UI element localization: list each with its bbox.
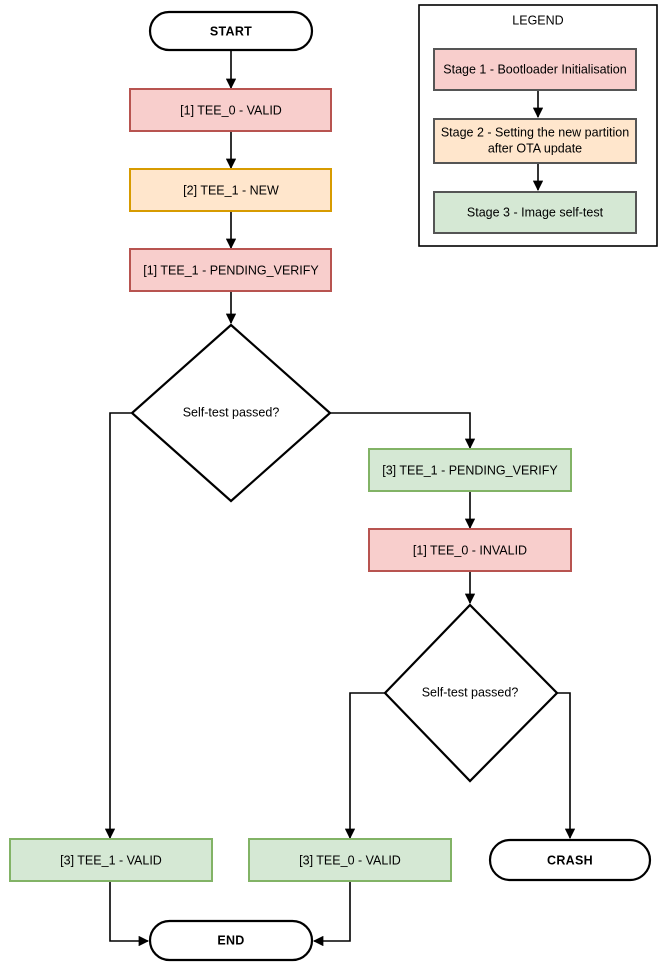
edge-tee0valid3-to-end [312,881,351,947]
legend-item-stage-2: Stage 2 - Setting the new partition afte… [433,118,637,164]
node-tee0-valid-stage3[interactable]: [3] TEE_0 - VALID [248,838,452,882]
legend-item-stage-1-label: Stage 1 - Bootloader Initialisation [443,62,626,76]
legend-item-stage-1: Stage 1 - Bootloader Initialisation [433,48,637,91]
legend-item-stage-3-label: Stage 3 - Image self-test [467,205,604,219]
node-start-label: START [210,24,252,38]
edge-decision1-left-to-tee1valid [104,412,131,840]
node-tee1-pending-verify-stage1-label: [1] TEE_1 - PENDING_VERIFY [143,263,319,277]
legend-title: LEGEND [512,13,563,27]
legend-item-stage-2-label-line2: after OTA update [488,141,582,155]
node-crash-label: CRASH [547,853,593,867]
node-tee0-valid-label: [1] TEE_0 - VALID [180,103,282,117]
edge-layer [104,50,576,947]
node-decision-self-test-2[interactable]: Self-test passed? [383,603,559,783]
edge-decision2-right-to-crash [557,692,576,840]
node-tee0-invalid-label: [1] TEE_0 - INVALID [413,543,527,557]
node-tee1-pending-verify-stage1[interactable]: [1] TEE_1 - PENDING_VERIFY [129,248,332,292]
node-tee0-valid-stage3-label: [3] TEE_0 - VALID [299,853,401,867]
node-crash[interactable]: CRASH [488,838,652,882]
node-tee0-invalid[interactable]: [1] TEE_0 - INVALID [368,528,572,572]
node-end-label: END [217,933,244,947]
edge-tee1valid-to-end [109,881,150,947]
node-decision-self-test-1[interactable]: Self-test passed? [130,323,332,503]
node-tee1-valid-label: [3] TEE_1 - VALID [60,853,162,867]
node-tee0-valid[interactable]: [1] TEE_0 - VALID [129,88,332,132]
node-start[interactable]: START [148,10,314,52]
legend-item-stage-3: Stage 3 - Image self-test [433,191,637,234]
node-decision-self-test-2-label: Self-test passed? [422,685,519,699]
node-end[interactable]: END [148,919,314,962]
edge-decision1-right-to-pendingverify3 [330,412,476,450]
node-tee1-new-label: [2] TEE_1 - NEW [183,183,279,197]
legend-item-stage-2-label-line1: Stage 2 - Setting the new partition [441,125,629,139]
node-decision-self-test-1-label: Self-test passed? [183,405,280,419]
legend-panel: LEGEND Stage 1 - Bootloader Initialisati… [418,4,658,247]
node-tee1-pending-verify-stage3[interactable]: [3] TEE_1 - PENDING_VERIFY [368,448,572,492]
edge-decision2-left-to-tee0valid3 [344,692,385,840]
node-tee1-pending-verify-stage3-label: [3] TEE_1 - PENDING_VERIFY [382,463,558,477]
node-tee1-valid[interactable]: [3] TEE_1 - VALID [9,838,213,882]
node-tee1-new[interactable]: [2] TEE_1 - NEW [129,168,332,212]
